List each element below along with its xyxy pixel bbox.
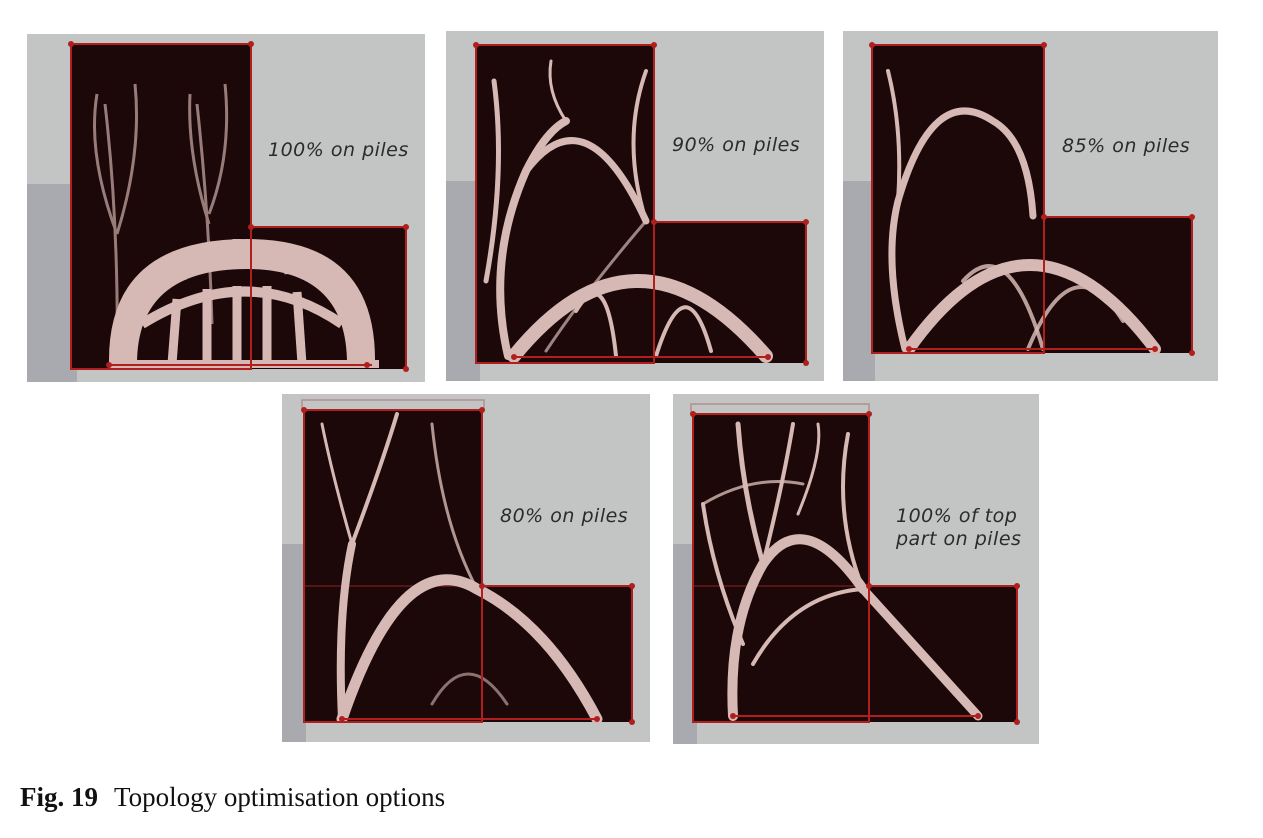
panel-100-on-piles (27, 34, 425, 382)
panel-label-text: 100% of top part on piles (896, 505, 1022, 550)
figure-title: Topology optimisation options (114, 782, 446, 812)
panel-80-on-piles (282, 394, 650, 742)
topology-result-2 (446, 42, 809, 381)
topology-result-4 (282, 399, 635, 742)
panel-label: 100% on piles (268, 139, 409, 161)
topology-result-5 (673, 403, 1020, 744)
topology-result-3 (843, 42, 1195, 381)
panel-label: 90% on piles (672, 134, 801, 156)
panel-85-on-piles (843, 31, 1218, 381)
figure-caption: Fig. 19 Topology optimisation options (20, 782, 445, 813)
panel-100-of-top-part-on-piles (673, 394, 1039, 744)
panel-90-on-piles (446, 31, 824, 381)
panel-label: 85% on piles (1062, 135, 1191, 157)
topology-result-1 (27, 41, 409, 382)
panel-label: 80% on piles (500, 505, 629, 527)
figure-number: Fig. 19 (20, 782, 98, 812)
panel-label: 100% of top part on piles (896, 505, 1036, 551)
